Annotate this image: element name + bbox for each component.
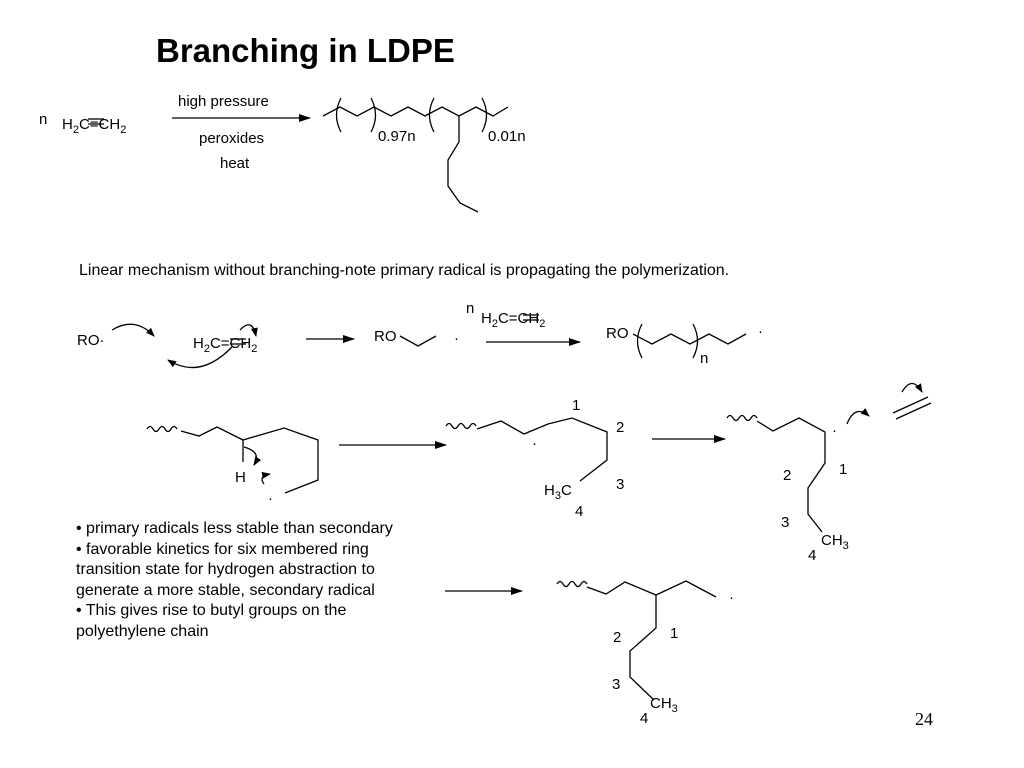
bullet-line: • This gives rise to butyl groups on the [76,602,347,619]
methyl-group: CH3 [821,532,849,552]
ldpe-polymer-structure [322,97,509,213]
position-label: 1 [670,625,678,642]
position-label: 4 [640,710,648,727]
ro-group: RO [606,325,629,342]
coefficient-n: n [39,111,47,128]
bullet-line: • primary radicals less stable than seco… [76,520,393,537]
curly-arrow [261,471,271,485]
methyl-group: CH3 [650,695,678,715]
bullet-line: • favorable kinetics for six membered ri… [76,540,369,558]
radical-dot: · [758,323,763,340]
condition-peroxides: peroxides [199,130,264,147]
methyl-group: H3C [544,482,572,502]
curly-arrow [167,346,233,369]
initiator-ro: RO· [77,332,105,349]
bullet-line: transition state for hydrogen abstractio… [76,561,375,578]
monomer-formula: H2C=CH2 [193,335,257,355]
radical-dot: · [729,589,734,606]
curly-arrow [243,446,262,466]
radical-dot: · [454,330,459,347]
ethylene-double-bond [892,396,932,420]
coefficient-n: n [466,300,474,317]
monomer-formula: H2C=CH2 [481,310,545,330]
position-label: 3 [616,476,624,493]
condition-heat: heat [220,155,250,172]
position-label: 1 [839,461,847,478]
ro-group: RO [374,328,397,345]
repeat-subscript-main: 0.97n [378,128,416,145]
bullet-line: polyethylene chain [76,622,209,640]
position-label: 2 [613,629,621,646]
position-label: 2 [783,467,791,484]
radical-dot: · [268,490,273,507]
curly-arrow [239,324,258,337]
bullet-list: • primary radicals less stable than seco… [76,519,476,642]
radical-dot: · [832,422,837,439]
position-label: 4 [808,547,816,564]
position-label: 4 [575,503,583,520]
radical-dot: · [532,435,537,452]
bullet-line: generate a more stable, secondary radica… [76,581,375,599]
position-label: 1 [572,397,580,414]
curly-arrow [901,382,923,393]
condition-high-pressure: high pressure [178,93,269,110]
hydrogen-label: H [235,469,246,486]
position-label: 3 [612,676,620,693]
slide-title: Branching in LDPE [156,32,455,69]
repeat-subscript-branch: 0.01n [488,128,526,145]
page-number: 24 [915,709,933,729]
position-label: 3 [781,514,789,531]
position-label: 2 [616,419,624,436]
monomer-formula: H2C=CH2 [62,116,126,136]
mechanism-caption: Linear mechanism without branching-note … [79,262,730,279]
curly-arrow [111,323,155,337]
curly-arrow [846,408,870,425]
repeat-n: n [700,350,708,367]
